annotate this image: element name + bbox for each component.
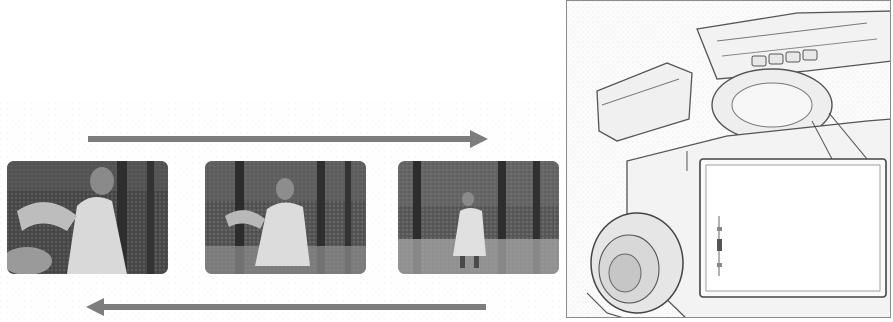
camcorder-illustration-panel	[566, 0, 891, 318]
video-frame-1	[7, 161, 168, 274]
forward-arrow	[88, 128, 490, 150]
camcorder-drawing	[567, 1, 891, 318]
video-frame-2	[205, 161, 366, 274]
reverse-arrow	[84, 296, 486, 318]
video-frame-3	[398, 161, 559, 274]
